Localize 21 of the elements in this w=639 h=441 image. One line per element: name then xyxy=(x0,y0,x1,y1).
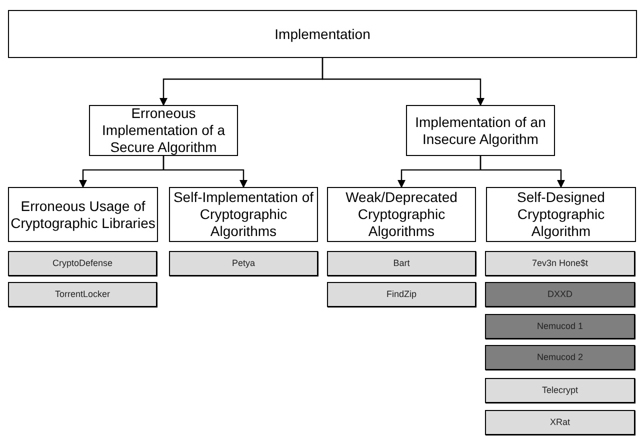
arrow xyxy=(480,156,565,188)
sample-box: Bart xyxy=(327,251,476,276)
sample-box: Telecrypt xyxy=(485,378,635,403)
category-box: Erroneous Usage of Cryptographic Libraries xyxy=(8,187,158,242)
sample-box: Nemucod 1 xyxy=(485,314,635,339)
category-box: Implementation of an Insecure Algorithm xyxy=(406,105,555,156)
category-box: Erroneous Implementation of a Secure Algorithm xyxy=(89,105,238,156)
arrow xyxy=(162,156,248,188)
sample-box: FindZip xyxy=(327,282,476,307)
sample-box: Petya xyxy=(169,251,318,276)
category-box: Implementation xyxy=(8,10,637,58)
arrow xyxy=(322,58,484,106)
sample-box: TorrentLocker xyxy=(8,282,157,307)
sample-box: XRat xyxy=(485,410,635,435)
sample-box: CryptoDefense xyxy=(8,251,157,276)
sample-box: DXXD xyxy=(485,282,635,307)
category-box: Self-Implementation of Cryptographic Algorithms xyxy=(169,187,318,242)
category-box: Self-Designed Cryptographic Algorithm xyxy=(486,187,636,242)
category-box: Weak/Deprecated Cryptographic Algorithms xyxy=(327,187,476,242)
sample-box: Nemucod 2 xyxy=(485,345,635,370)
sample-box: 7ev3n Hone$t xyxy=(485,251,635,276)
